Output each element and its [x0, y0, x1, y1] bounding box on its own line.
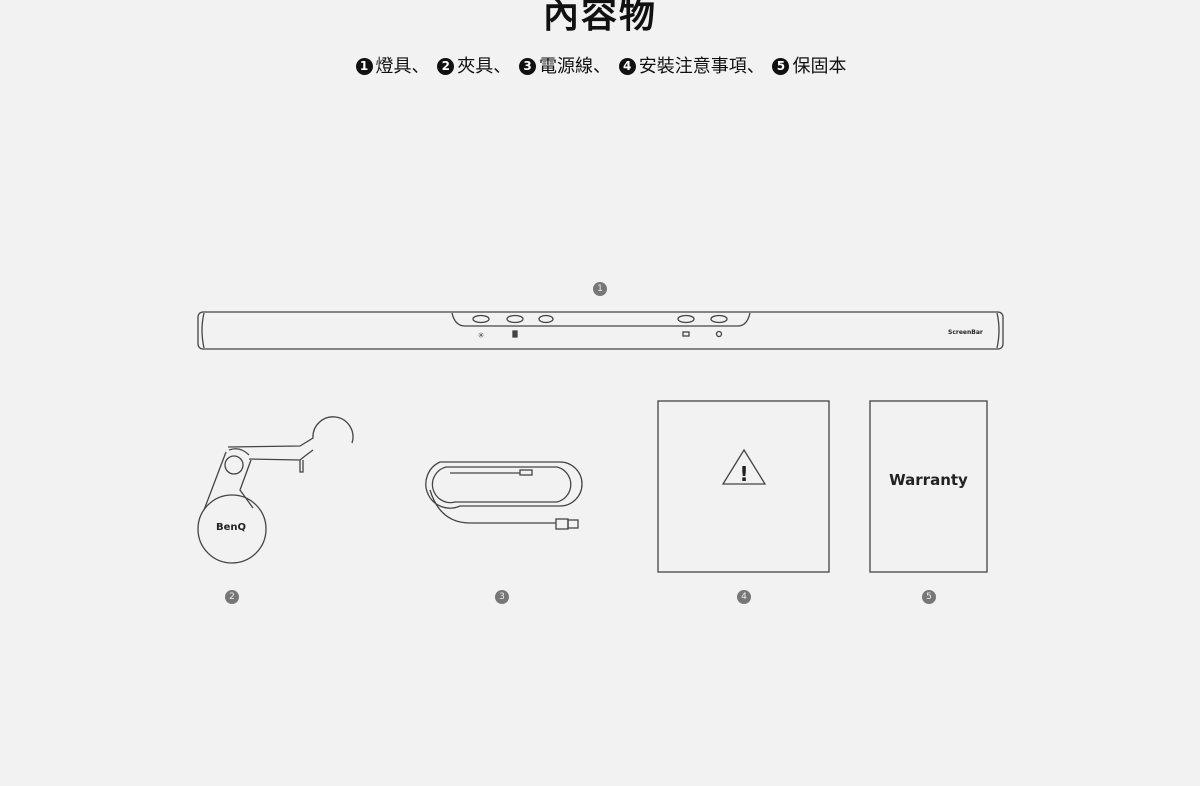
- item-label: 電源線: [539, 56, 593, 77]
- separator: 、: [593, 56, 611, 77]
- separator: 、: [493, 56, 512, 77]
- clip-drawing: [197, 416, 354, 564]
- page-title: 內容物: [542, 0, 657, 36]
- warning-triangle-icon: [721, 448, 767, 485]
- separator: 、: [411, 56, 430, 77]
- item-label: 夾具: [457, 56, 494, 77]
- item-label: 安裝注意事項: [638, 56, 747, 77]
- number-badge: 2: [437, 58, 455, 75]
- item-label: 燈具: [375, 56, 412, 77]
- svg-text:!: !: [739, 462, 748, 486]
- item-badge-1: 1: [593, 282, 607, 296]
- separator: 、: [746, 56, 765, 77]
- item-label: 保固本: [792, 56, 847, 77]
- cable-drawing: [425, 461, 583, 530]
- brightness-icon: ✳: [478, 331, 485, 340]
- warranty-booklet: [869, 400, 988, 573]
- number-badge: 4: [618, 58, 636, 75]
- number-badge: 1: [355, 58, 373, 75]
- lamp-brand-label: ScreenBar: [948, 329, 983, 336]
- number-badge: 3: [519, 58, 536, 75]
- item-badge-2: 2: [225, 590, 239, 604]
- item-badge-4: 4: [737, 590, 751, 604]
- item-badge-5: 5: [922, 590, 936, 604]
- safety-notice-booklet: [657, 400, 830, 573]
- number-badge: 5: [772, 58, 790, 75]
- warranty-label: Warranty: [889, 471, 968, 489]
- lamp-bar-drawing: ✳: [197, 311, 1004, 350]
- clip-brand-logo: BenQ: [216, 522, 247, 533]
- item-badge-3: 3: [495, 590, 509, 604]
